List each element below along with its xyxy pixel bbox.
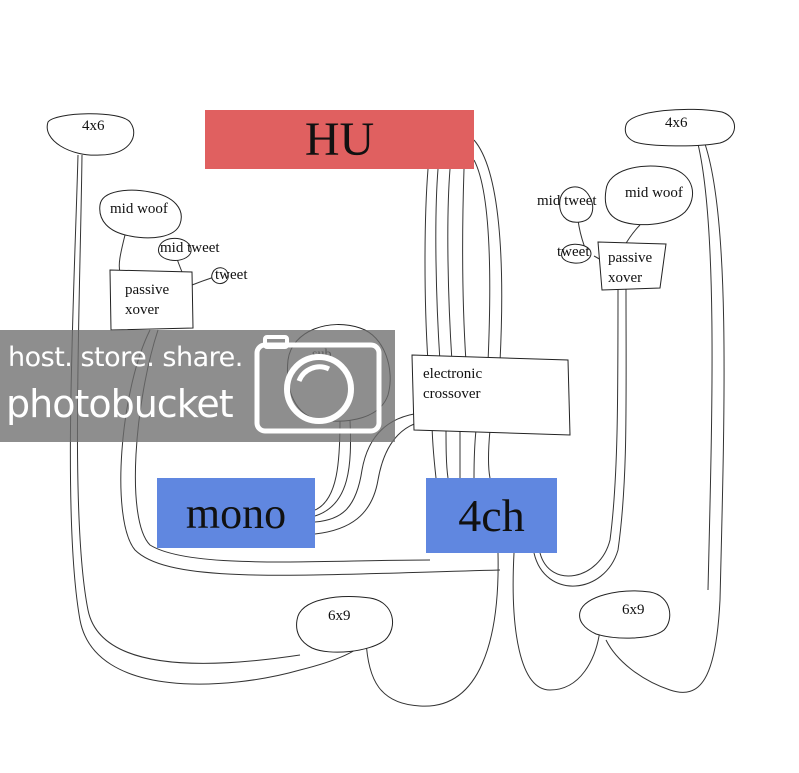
left-midtweet-label: mid tweet: [160, 240, 220, 256]
wire-hu-eco-3: [447, 168, 453, 363]
wire-eco-mono-2: [314, 419, 437, 535]
wire-hu-eco-4: [462, 168, 467, 363]
camera-icon: [254, 335, 382, 434]
left-passive-xover-box: [109, 269, 194, 331]
left-speakers: 4x6 mid woof mid tweet tweet passive xov…: [46, 113, 393, 653]
left-4x6-speaker: [46, 113, 135, 156]
wire-hu-eco-1: [424, 168, 429, 363]
right-midtweet-label: mid tweet: [537, 193, 597, 209]
left-tweet-label: tweet: [215, 267, 248, 283]
wire-4ch-right-xover: [539, 286, 619, 577]
wire-left-midwoof: [118, 234, 126, 273]
right-passive-xover-box: [597, 241, 667, 291]
electronic-crossover-box: [411, 354, 571, 436]
watermark-tagline: host. store. share.: [8, 342, 243, 373]
mono-amp-box: mono: [157, 478, 315, 548]
wire-eco-mono-1: [314, 411, 437, 523]
wire-right-4x6-b: [697, 143, 713, 591]
wire-eco-4ch-5: [488, 429, 491, 479]
hu-head-unit-box: HU: [205, 110, 474, 169]
electronic-crossover-label-1: electronic: [423, 366, 482, 382]
watermark-brand: photobucket: [6, 382, 234, 426]
left-midwoof-label: mid woof: [110, 201, 168, 217]
right-midtweet-speaker: [559, 186, 594, 223]
wire-4ch-left-6x9: [365, 552, 499, 707]
right-passive-xover-label-2: xover: [608, 270, 642, 286]
wire-eco-4ch-2: [445, 424, 449, 479]
four-channel-amp-box: 4ch: [426, 478, 557, 553]
right-speakers: 4x6 mid tweet mid woof tweet passive xov…: [537, 108, 735, 639]
wire-hu-eco-2: [435, 168, 441, 363]
right-4x6-label: 4x6: [665, 115, 688, 131]
right-passive-xover-label-1: passive: [608, 250, 653, 266]
left-passive-xover-label-2: xover: [125, 302, 159, 318]
wire-right-4x6: [605, 143, 725, 693]
left-passive-xover-label-1: passive: [125, 282, 170, 298]
left-midwoof-speaker: [99, 189, 182, 239]
right-6x9-label: 6x9: [622, 602, 645, 618]
electronic-crossover-label-2: crossover: [423, 386, 480, 402]
wire-4ch-right-xover-b: [533, 286, 627, 587]
right-tweet-speaker: [561, 243, 592, 264]
right-4x6-speaker: [624, 108, 735, 147]
left-6x9-label: 6x9: [328, 608, 351, 624]
wire-left-4x6-b: [76, 154, 301, 664]
right-6x9-speaker: [579, 590, 671, 639]
right-midwoof-label: mid woof: [625, 185, 683, 201]
photobucket-watermark: host. store. share. photobucket: [0, 330, 395, 442]
left-6x9-speaker: [296, 596, 393, 653]
wire-eco-4ch-4: [473, 429, 477, 479]
wire-hu-eco-5: [473, 139, 503, 363]
wire-hu-eco-6: [473, 159, 491, 363]
left-tweet-speaker: [211, 267, 229, 285]
right-tweet-label: tweet: [557, 244, 590, 260]
right-midwoof-speaker: [604, 165, 693, 226]
left-midtweet-speaker: [157, 237, 192, 261]
left-4x6-label: 4x6: [82, 118, 105, 134]
wire-4ch-right-6x9: [512, 552, 601, 691]
